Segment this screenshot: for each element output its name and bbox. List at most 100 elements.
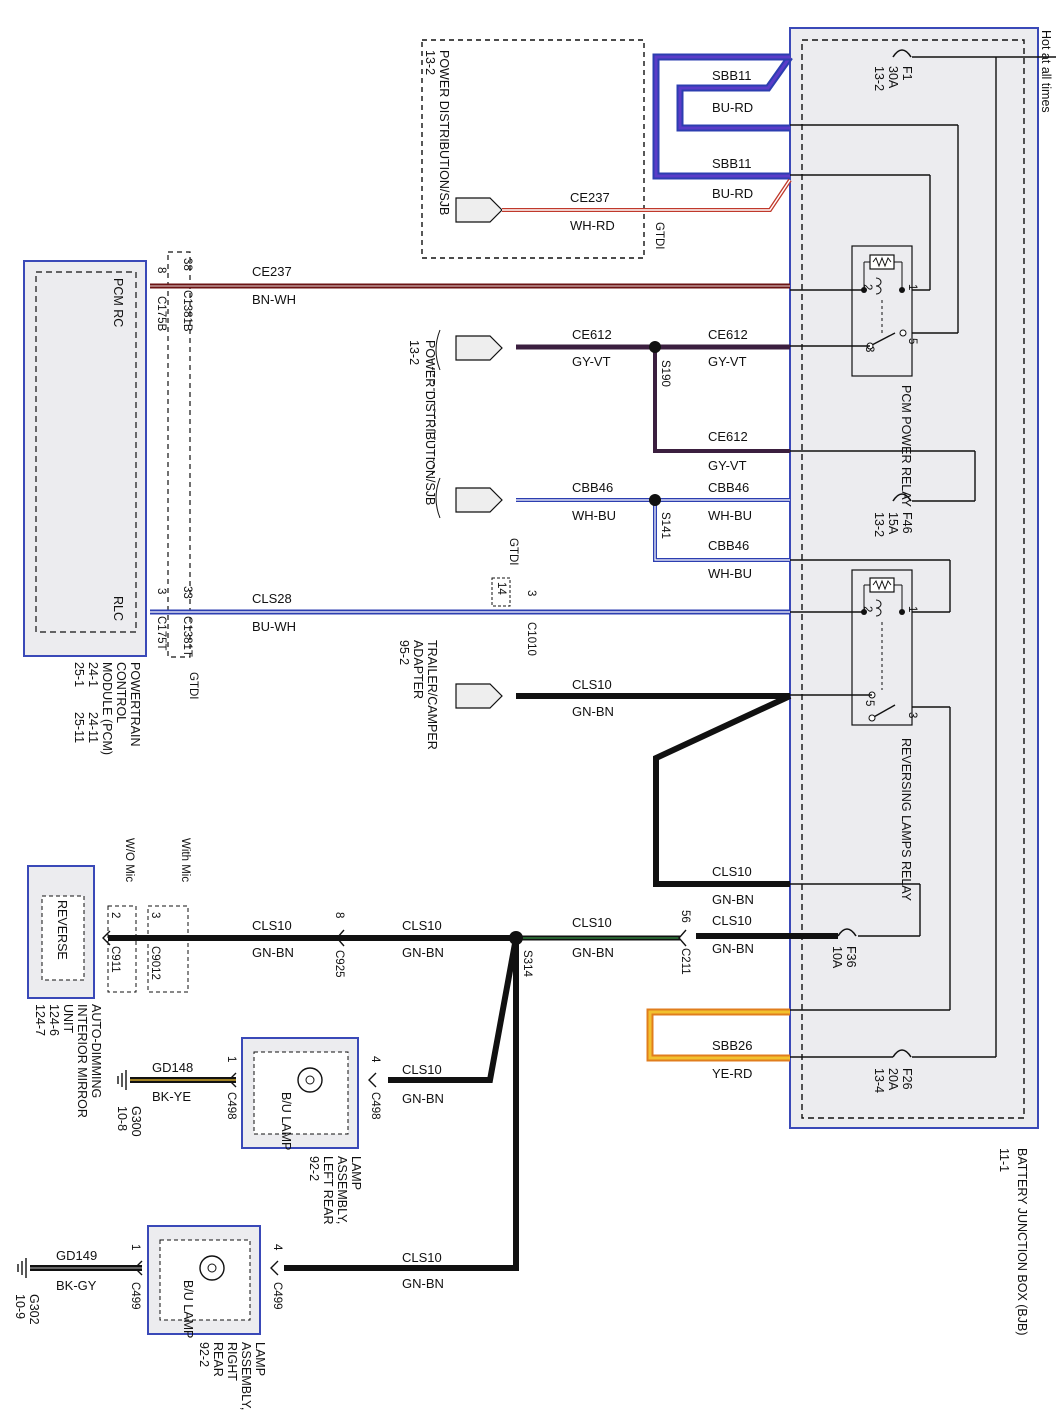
wires-cls10-mirror-color-text: GN-BN — [252, 945, 294, 960]
relays-pcm-pins-1-text: 1 — [906, 284, 918, 290]
ground-g300-icon — [117, 1070, 127, 1090]
fuses-f46-id-text: F46 — [900, 512, 914, 534]
connectors-c175t-pin-text: 3 — [155, 588, 167, 594]
c1381-connector: 8 C175B 38 C1381B 3 C175T 33 C1381T GTDI — [155, 251, 199, 699]
wires-cls10-rel-circuit-text: CLS10 — [712, 864, 752, 879]
wires-cbb46-b-color-text: WH-BU — [708, 566, 752, 581]
wires-cls10-c211-circuit-text: CLS10 — [572, 915, 612, 930]
connectors-c1381b-pin-text: 38 — [181, 258, 193, 271]
components-lamp-right-ref-text: 92-2 — [197, 1342, 211, 1367]
connectors-gtdi-b-text: GTDI — [187, 672, 199, 699]
wire-ce237-wh-rd — [502, 178, 792, 212]
wires-cls10-trailer-circuit-text: CLS10 — [572, 677, 612, 692]
bjb-ref: 11-1 — [997, 1148, 1011, 1172]
components-pcm-refs-1-text: 24-11 — [86, 712, 100, 743]
wires-sbb11-a-circuit-text: SBB11 — [712, 68, 752, 83]
wires-cls10-trailer-color-text: GN-BN — [572, 704, 614, 719]
components-pcm-refs-2-text: 25-1 — [72, 662, 86, 687]
relays-reversing-pins-3-text: 3 — [906, 712, 918, 718]
connectors-c175t-id-text: C175T — [155, 616, 167, 651]
components-pcm-name-lines-2-text: MODULE (PCM) — [100, 662, 114, 755]
auto-dimming-mirror: REVERSE 2 C911 3 C9012 With Mic W/O Mic … — [27, 838, 191, 1118]
components-pdsjb-top-ref-text: 13-2 — [423, 50, 437, 75]
wires-ce237-circuit-text: CE237 — [252, 264, 292, 279]
splice-s190: S190 — [659, 360, 671, 387]
connectors-c499-out-id-text: C499 — [129, 1282, 141, 1310]
c925-connector: 8 C925 — [333, 912, 345, 978]
wires-cbb46-b-circuit-text: CBB46 — [708, 538, 749, 553]
wires-ce612-r-circuit-text: CE612 — [708, 327, 748, 342]
connectors-c9012-id-text: C9012 — [149, 946, 161, 980]
mirror-reverse-pin: REVERSE — [55, 900, 69, 960]
pcm-pin-rlc: RLC — [111, 596, 125, 621]
fuses-f46-amps-text: 15A — [886, 512, 900, 535]
connectors-c211-pin-text: 56 — [679, 910, 691, 923]
splice-s141-dot — [649, 494, 661, 506]
wires-ce612-b-circuit-text: CE612 — [708, 429, 748, 444]
wires-ce612-b-color-text: GY-VT — [708, 458, 747, 473]
connectors-c925-id-text: C925 — [333, 950, 345, 978]
components-mirror-name-lines-1-text: INTERIOR MIRROR — [75, 1004, 89, 1118]
wires-cbb46-r-circuit-text: CBB46 — [708, 480, 749, 495]
connectors-c1381t-id-text: C1381T — [181, 616, 193, 657]
wo-mic-label: W/O Mic — [123, 838, 135, 882]
wires-cls10-f36-color-text: GN-BN — [712, 941, 754, 956]
pcm-module: PCM RC RLC POWERTRAIN CONTROL MODULE (PC… — [23, 260, 147, 755]
wires-sbb11-b-circuit-text: SBB11 — [712, 156, 752, 171]
wires-cls10-right-color-text: GN-BN — [402, 1276, 444, 1291]
right-bu-lamp-label: B/U LAMP — [181, 1280, 195, 1338]
components-mirror-name-lines-2-text: UNIT — [61, 1004, 75, 1034]
pcm-power-relay: 2 1 5 3 PCM POWER RELAY — [851, 245, 918, 508]
wires-ce612-r-color-text: GY-VT — [708, 354, 747, 369]
wires-cls10-rel-color-text: GN-BN — [712, 892, 754, 907]
wires-cbb46-r-color-text: WH-BU — [708, 508, 752, 523]
relays-reversing-pins-2-text: 5 — [863, 700, 875, 706]
splice-s141: S141 — [659, 512, 671, 539]
connectors-c911-id-text: C911 — [109, 946, 121, 973]
components-mirror-refs-1-text: 124-7 — [33, 1004, 47, 1036]
wires-ce612-l-circuit-text: CE612 — [572, 327, 612, 342]
connectors-c175b-id-text: C175B — [155, 296, 167, 331]
relays-pcm-pins-3-text: 3 — [863, 346, 875, 352]
fuses-f26-amps-text: 20A — [886, 1068, 900, 1091]
fuses-f26-ref-text: 13-4 — [872, 1068, 886, 1093]
fuse-f46: F46 15A 13-2 — [872, 493, 914, 537]
wires-cls10-mirror-circuit-text: CLS10 — [252, 918, 292, 933]
relays-reversing-pins-0-text: 2 — [861, 606, 873, 612]
wire-cls10 — [108, 693, 838, 1271]
wires-cls28-circuit-text: CLS28 — [252, 591, 292, 606]
connectors-c499-in-pin-text: 4 — [271, 1244, 283, 1251]
left-bu-lamp-label: B/U LAMP — [279, 1092, 293, 1150]
wire-ce612 — [516, 344, 790, 453]
components-mirror-refs-0-text: 124-6 — [47, 1004, 61, 1036]
connectors-c175b-pin-text: 8 — [155, 267, 167, 273]
connectors-c498-in-pin-text: 4 — [369, 1056, 381, 1063]
wires-cls10-c925-color-text: GN-BN — [402, 945, 444, 960]
connectors-c499-in-id-text: C499 — [271, 1282, 283, 1310]
splice-s314-dot — [509, 931, 523, 945]
bjb-name: BATTERY JUNCTION BOX (BJB) — [1015, 1148, 1029, 1336]
wire-sbb11 — [652, 53, 793, 180]
components-lamp-left-name-lines-1-text: ASSEMBLY, — [335, 1156, 349, 1224]
components-lamp-right-name-lines-3-text: REAR — [211, 1342, 225, 1377]
components-mirror-name-lines-0-text: AUTO-DIMMING — [89, 1004, 103, 1098]
reversing-lamps-relay: 2 1 5 3 REVERSING LAMPS RELAY — [851, 569, 918, 902]
fuses-f26-id-text: F26 — [900, 1068, 914, 1090]
wires-gd149-color-text: BK-GY — [56, 1278, 97, 1293]
wires-cls10-c211-color-text: GN-BN — [572, 945, 614, 960]
wires-sbb26-circuit-text: SBB26 — [712, 1038, 752, 1053]
wires-ce237-top-circuit-text: CE237 — [570, 190, 610, 205]
grounds-g302-ref-text: 10-9 — [13, 1294, 27, 1319]
connectors-c1381t-pin-text: 33 — [181, 586, 193, 599]
wires-cls10-c925-circuit-text: CLS10 — [402, 918, 442, 933]
relay-pin-connections — [790, 289, 872, 696]
components-lamp-right-name-lines-1-text: ASSEMBLY, — [239, 1342, 253, 1410]
wires-ce237-color-text: BN-WH — [252, 292, 296, 307]
wires-cls28-color-text: BU-WH — [252, 619, 296, 634]
relays-pcm-pins-0-text: 2 — [861, 284, 873, 290]
components-pdsjb-mid-name-text: POWER DISTRIBUTION/SJB — [423, 340, 437, 505]
connectors-c1381b-id-text: C1381B — [181, 290, 193, 332]
wires-gd148-color-text: BK-YE — [152, 1089, 191, 1104]
relays-reversing-pins-1-text: 1 — [906, 606, 918, 612]
